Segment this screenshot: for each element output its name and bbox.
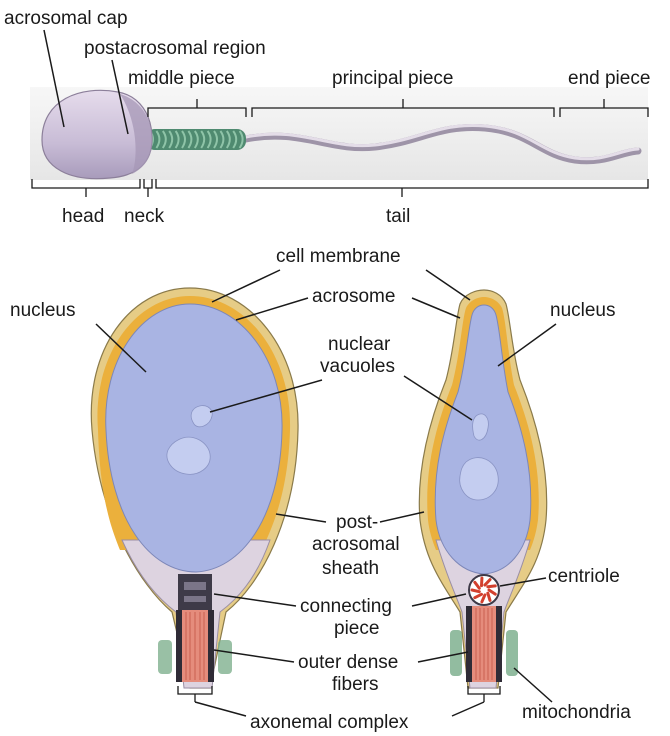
label-acrosomal: acrosomal [312,534,400,555]
label-neck: neck [124,206,165,227]
bracket-tail [156,179,648,197]
label-end-piece: end piece [568,68,650,89]
label-axonemal-complex: axonemal complex [250,712,409,733]
vacuole-left-large [167,437,210,474]
leader-mitochondria [514,668,552,702]
label-acrosomal-cap: acrosomal cap [4,8,128,29]
label-centriole: centriole [548,566,620,587]
label-acrosome: acrosome [312,286,395,307]
connecting-piece-left [178,574,212,610]
label-head: head [62,206,104,227]
middle-piece-coil [146,129,246,150]
leader-sheath-right [380,512,424,522]
label-nucleus-left: nucleus [10,300,76,321]
label-principal-piece: principal piece [332,68,453,89]
label-outer-dense: outer dense [298,652,398,673]
label-cell-membrane: cell membrane [276,246,401,267]
label-nuclear: nuclear [328,334,391,355]
leader-acrosome-right [412,298,460,318]
leader-axonemal-right [452,702,484,716]
leader-axonemal-left [195,702,246,716]
label-vacuoles: vacuoles [320,356,395,377]
bracket-neck [144,179,152,197]
label-post: post- [336,512,378,533]
leader-cell-membrane-left [212,270,280,302]
label-postacrosomal-region: postacrosomal region [84,38,266,59]
label-sheath: sheath [322,558,379,579]
label-middle-piece: middle piece [128,68,235,89]
label-connecting: connecting [300,596,392,617]
bracket-head [32,179,140,197]
whole-sperm-figure [30,87,648,180]
vacuole-right-large [460,458,499,500]
label-fibers: fibers [332,674,378,695]
leader-cell-membrane-right [426,270,470,300]
head-flat-section [91,288,298,688]
mitochondria-left-a [158,640,172,674]
head-edge-section [419,290,546,688]
label-nucleus-right: nucleus [550,300,616,321]
centriole [469,575,499,605]
label-tail: tail [386,206,410,227]
label-mitochondria: mitochondria [522,702,631,723]
nucleus-right [435,305,531,574]
mitochondria-left-b [218,640,232,674]
label-piece: piece [334,618,379,639]
